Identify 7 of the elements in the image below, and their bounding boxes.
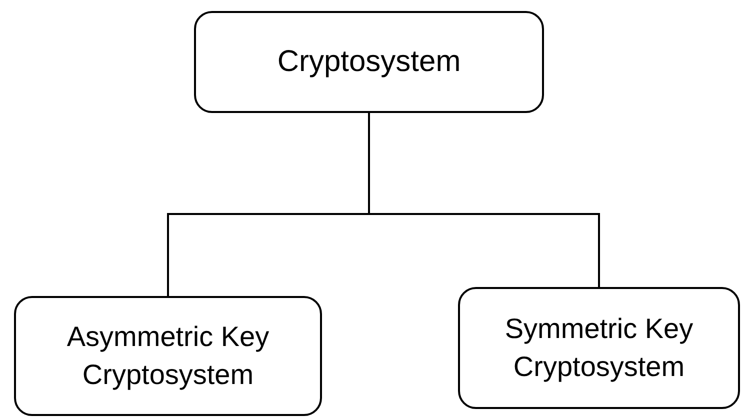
node-label: Asymmetric Key Cryptosystem xyxy=(66,320,270,392)
node-label: Cryptosystem xyxy=(277,44,461,80)
node-label: Symmetric Key Cryptosystem xyxy=(504,312,694,384)
process-box xyxy=(458,287,740,409)
process-box xyxy=(14,296,322,416)
connector-line xyxy=(368,113,600,287)
process-box xyxy=(194,11,544,113)
